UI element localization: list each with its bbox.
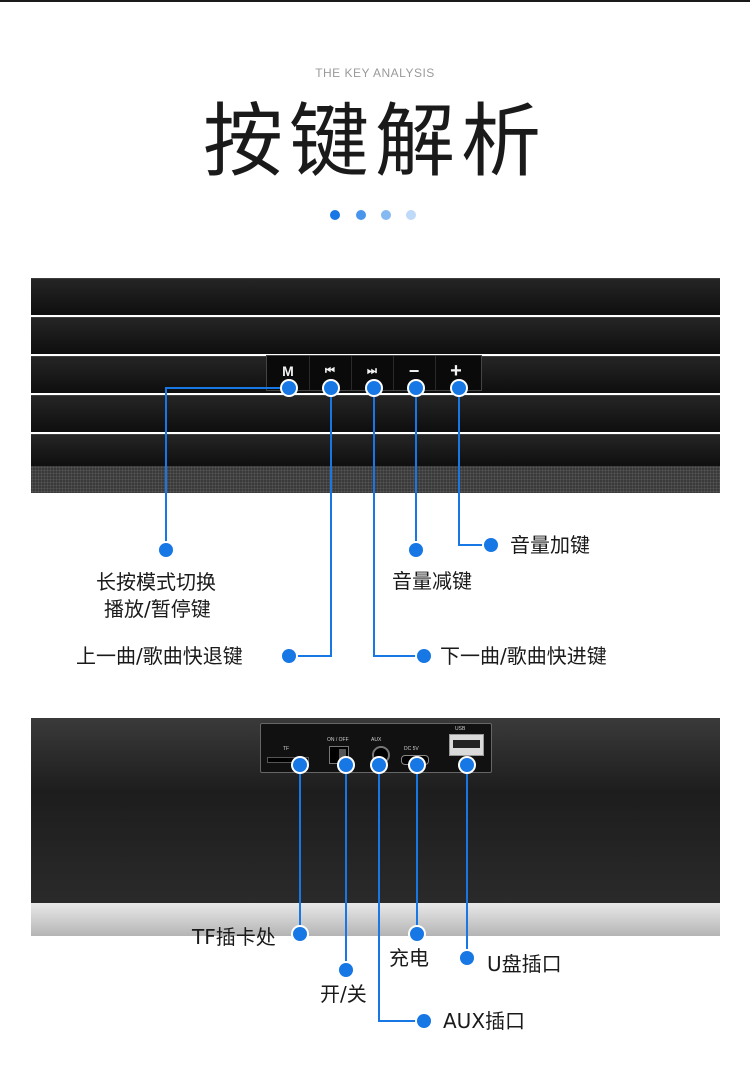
usb-port-label: USB bbox=[455, 726, 466, 732]
callout-end-usb bbox=[460, 951, 474, 965]
aux-port-label: AUX bbox=[371, 737, 382, 743]
callout-end-plus bbox=[484, 538, 498, 552]
callout-end-next bbox=[417, 649, 431, 663]
tf-card-slot[interactable] bbox=[267, 757, 309, 763]
label-aux-port: AUX插口 bbox=[443, 1009, 526, 1033]
callout-dot-minus bbox=[409, 381, 423, 395]
callout-end-prev bbox=[282, 649, 296, 663]
callout-dot-mode bbox=[282, 381, 296, 395]
callout-end-tf bbox=[293, 927, 307, 941]
speaker-ridge-4 bbox=[31, 395, 720, 432]
callout-dot-usb bbox=[460, 758, 474, 772]
callout-dot-plus bbox=[452, 381, 466, 395]
section-subtitle: THE KEY ANALYSIS bbox=[315, 66, 435, 80]
dot-1 bbox=[330, 210, 340, 220]
label-mode-line1: 长按模式切换 bbox=[96, 570, 216, 594]
callout-end-switch bbox=[339, 963, 353, 977]
callout-dot-switch bbox=[339, 758, 353, 772]
speaker-ridge-5 bbox=[31, 434, 720, 467]
dc-port-label: DC 5V bbox=[404, 746, 419, 752]
callout-dot-dc bbox=[410, 758, 424, 772]
usb-port[interactable] bbox=[449, 734, 484, 756]
tf-port-label: TF bbox=[283, 746, 290, 752]
label-charge: 充电 bbox=[389, 946, 429, 970]
speaker-grille bbox=[31, 466, 720, 493]
speaker-ridge-2 bbox=[31, 317, 720, 354]
dot-3 bbox=[381, 210, 391, 220]
section-title: 按键解析 bbox=[203, 95, 547, 188]
callout-dot-prev bbox=[324, 381, 338, 395]
label-volume-down: 音量减键 bbox=[392, 569, 472, 593]
next-track-key[interactable]: ⏭ bbox=[351, 356, 394, 390]
label-usb-port: U盘插口 bbox=[487, 952, 562, 976]
label-tf-slot: TF插卡处 bbox=[192, 925, 276, 949]
speaker-ridge-1 bbox=[31, 278, 720, 315]
callout-end-aux bbox=[417, 1014, 431, 1028]
label-prev-track: 上一曲/歌曲快退键 bbox=[76, 644, 243, 668]
speaker-top-view: M ⏮ ⏭ − + bbox=[31, 278, 720, 493]
volume-down-key[interactable]: − bbox=[393, 356, 436, 390]
onoff-switch-label: ON / OFF bbox=[327, 737, 349, 743]
callout-dot-tf bbox=[293, 758, 307, 772]
mode-key[interactable]: M bbox=[267, 356, 310, 390]
label-volume-up: 音量加键 bbox=[510, 533, 590, 557]
label-power-switch: 开/关 bbox=[320, 982, 367, 1006]
callout-end-mode bbox=[159, 543, 173, 557]
speaker-back-view: TF ON / OFF AUX DC 5V USB bbox=[31, 718, 720, 936]
volume-up-key[interactable]: + bbox=[450, 360, 462, 382]
dot-4 bbox=[406, 210, 416, 220]
top-divider bbox=[0, 0, 750, 2]
label-mode-line2: 播放/暂停键 bbox=[104, 597, 211, 621]
dot-2 bbox=[356, 210, 366, 220]
label-next-track: 下一曲/歌曲快进键 bbox=[440, 644, 607, 668]
callout-dot-aux bbox=[372, 758, 386, 772]
callout-end-minus bbox=[409, 543, 423, 557]
speaker-silver-strip bbox=[31, 903, 720, 936]
previous-track-key[interactable]: ⏮ bbox=[309, 356, 352, 390]
callout-dot-next bbox=[367, 381, 381, 395]
callout-end-dc bbox=[410, 927, 424, 941]
